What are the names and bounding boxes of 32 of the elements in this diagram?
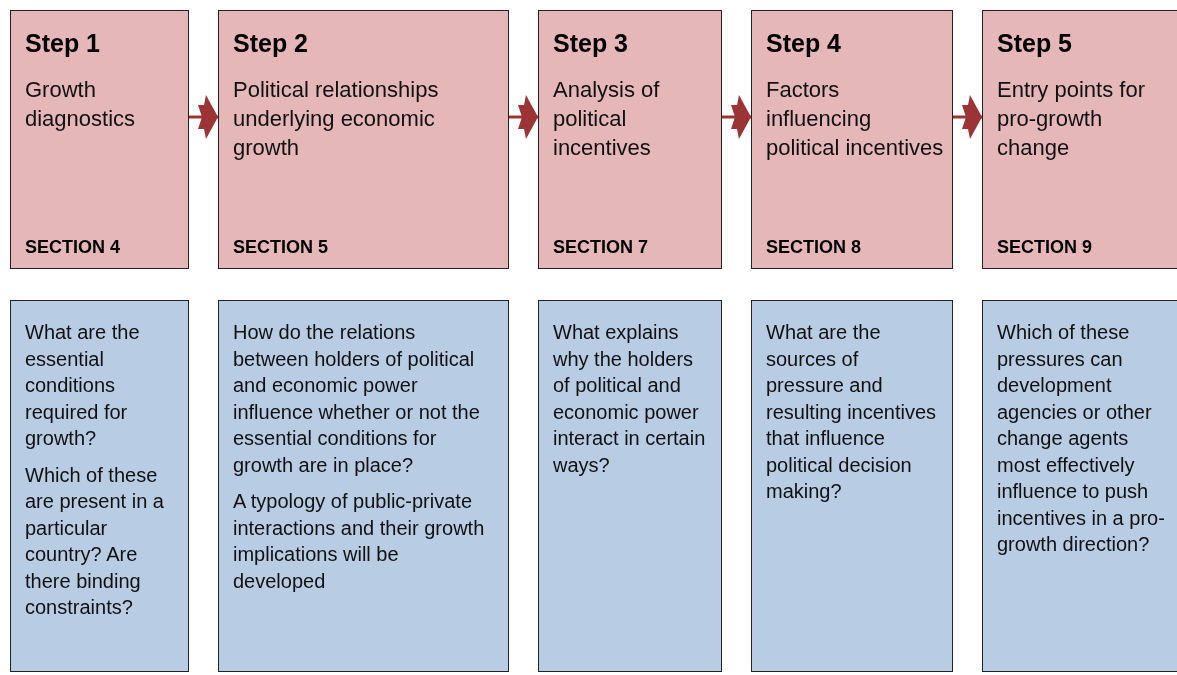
step-box bbox=[982, 10, 1177, 269]
step-description: Factors influencing political incentives bbox=[766, 76, 944, 162]
section-label: SECTION 8 bbox=[766, 237, 862, 258]
question-box bbox=[751, 300, 953, 672]
step-box bbox=[10, 10, 189, 269]
step-box bbox=[538, 10, 722, 269]
step-description: Political relationships underlying economic growth bbox=[233, 76, 440, 162]
section-label: SECTION 5 bbox=[233, 237, 329, 258]
question-text: What explains why the holders of political and economic power interact in certain ways? bbox=[553, 320, 707, 478]
step-description: Growth diagnostics bbox=[25, 76, 137, 133]
question-text: Which of these pressures can development agencies or other change agents most effectively influence to push incentives in a pro-growth direction? bbox=[997, 320, 1166, 557]
question-box bbox=[218, 300, 509, 672]
question-box bbox=[982, 300, 1177, 672]
question-box bbox=[10, 300, 189, 672]
step-box bbox=[751, 10, 953, 269]
section-label: SECTION 9 bbox=[997, 237, 1093, 258]
question-text: What are the essential conditions required for growth? bbox=[25, 320, 141, 451]
step-heading: Step 1 bbox=[25, 29, 101, 58]
step-heading: Step 2 bbox=[233, 29, 309, 58]
question-text: What are the sources of pressure and resulting incentives that influence political decision making? bbox=[766, 320, 938, 504]
step-heading: Step 5 bbox=[997, 29, 1073, 58]
step-heading: Step 4 bbox=[766, 29, 842, 58]
step-description: Entry points for pro-growth change bbox=[997, 76, 1146, 162]
step-heading: Step 3 bbox=[553, 29, 629, 58]
question-box bbox=[538, 300, 722, 672]
question-text: How do the relations between holders of political and economic power influence whether or not the essential conditions for growth are in place? bbox=[233, 320, 481, 478]
step-description: Analysis of political incentives bbox=[553, 76, 661, 162]
section-label: SECTION 4 bbox=[25, 237, 121, 258]
step-box bbox=[218, 10, 509, 269]
question-text: A typology of public-private interactions and their growth implications will be developed bbox=[233, 489, 486, 594]
question-text: Which of these are present in a particular country? Are there binding constraints? bbox=[25, 462, 165, 620]
section-label: SECTION 7 bbox=[553, 237, 649, 258]
